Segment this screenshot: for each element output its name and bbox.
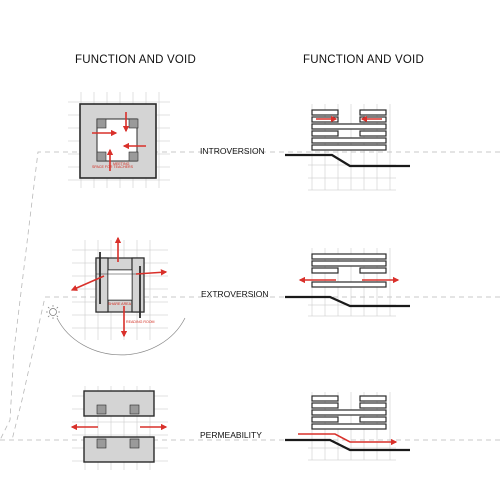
section-extroversion bbox=[285, 248, 410, 317]
ground-line bbox=[285, 153, 410, 168]
plan-extroversion: SHARE AREA READING ROOM bbox=[46, 236, 186, 356]
floor-slabs bbox=[311, 253, 387, 288]
sun-arc bbox=[56, 317, 186, 356]
outward-arrows bbox=[70, 236, 168, 338]
building-bar-top bbox=[83, 390, 155, 417]
section-permeability bbox=[285, 392, 410, 461]
plan-note-meeting: MEETING bbox=[113, 162, 130, 166]
building-bar-bottom bbox=[83, 436, 155, 463]
plan-permeability bbox=[70, 386, 168, 470]
building-wings bbox=[95, 257, 145, 313]
caption-introversion: INTROVERSION bbox=[200, 146, 265, 156]
section-path-arrow bbox=[298, 433, 398, 446]
plan-note-share-area: SHARE AREA bbox=[108, 302, 132, 306]
plan-note-teachers: SPACE FOR TEACHERS bbox=[92, 165, 134, 169]
floor-slabs bbox=[311, 109, 387, 151]
caption-extroversion: EXTROVERSION bbox=[201, 289, 269, 299]
plan-introversion: SPACE FOR TEACHERS MEETING bbox=[68, 92, 170, 188]
ground-line bbox=[285, 295, 410, 308]
heading-left: FUNCTION AND VOID bbox=[75, 54, 196, 66]
heading-right: FUNCTION AND VOID bbox=[303, 54, 424, 66]
courtyard-void bbox=[107, 269, 133, 301]
floor-slabs bbox=[311, 395, 387, 430]
section-introversion bbox=[285, 104, 410, 191]
caption-permeability: PERMEABILITY bbox=[200, 430, 262, 440]
inward-arrows bbox=[92, 112, 146, 171]
ground-line bbox=[285, 438, 410, 452]
plan-note-reading-room: READING ROOM bbox=[126, 320, 155, 324]
sun-icon bbox=[46, 305, 60, 319]
